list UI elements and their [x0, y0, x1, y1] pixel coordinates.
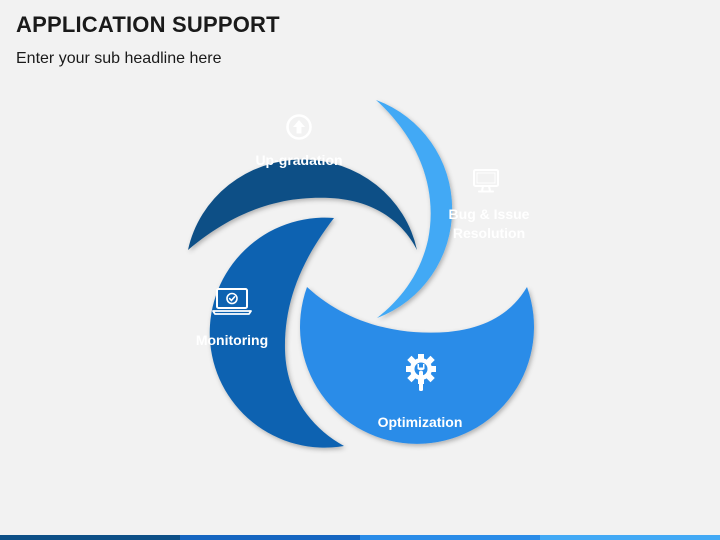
gear-wrench-icon — [406, 354, 436, 391]
upload-arrow-icon — [286, 114, 312, 140]
page-subtitle: Enter your sub headline here — [16, 50, 222, 67]
bottom-bar-segment — [360, 535, 540, 540]
segment-upgradation — [188, 159, 417, 250]
monitor-icon — [473, 169, 499, 193]
segment-bug-resolution — [376, 100, 453, 318]
laptop-check-icon — [212, 288, 252, 315]
bottom-bar-segment — [180, 535, 360, 540]
bottom-color-bar — [0, 535, 720, 540]
bottom-bar-segment — [0, 535, 180, 540]
label-monitoring: Monitoring — [195, 332, 269, 348]
label-upgradation: Up-gradation — [255, 152, 343, 168]
bottom-bar-segment — [540, 535, 720, 540]
label-optimization: Optimization — [377, 414, 463, 430]
label-bug-resolution: Bug & Issue Resolution — [448, 206, 530, 241]
segment-monitoring — [209, 217, 344, 448]
page-title: APPLICATION SUPPORT — [16, 12, 280, 37]
